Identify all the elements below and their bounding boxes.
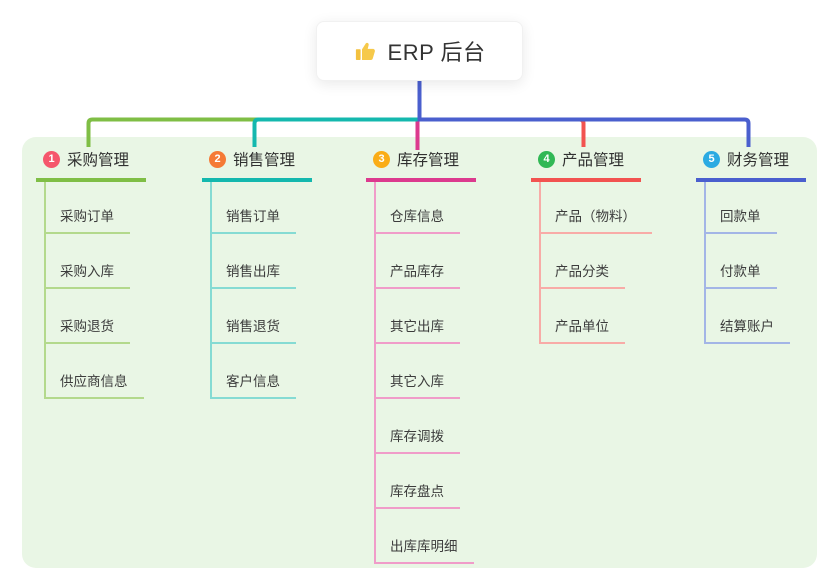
child-node[interactable]: 采购订单 <box>46 182 130 234</box>
child-node-label: 产品（物料） <box>555 209 636 224</box>
child-node[interactable]: 销售订单 <box>212 182 296 234</box>
child-node[interactable]: 其它入库 <box>376 344 460 399</box>
child-node-label: 其它入库 <box>390 374 444 389</box>
child-node[interactable]: 产品分类 <box>541 234 625 289</box>
child-node[interactable]: 销售出库 <box>212 234 296 289</box>
child-node[interactable]: 出库库明细 <box>376 509 474 564</box>
branch-number-badge: 3 <box>373 150 390 168</box>
branch-5: 5 财务管理回款单付款单结算账户 <box>696 148 806 344</box>
child-node-label: 供应商信息 <box>60 374 128 389</box>
branch-4-children: 产品（物料） 产品分类产品单位 <box>539 182 652 344</box>
branch-3-children: 仓库信息产品库存其它出库其它入库库存调拨库存盘点出库库明细 <box>374 182 474 564</box>
branch-title: 库存管理 <box>397 152 460 169</box>
child-node-label: 采购订单 <box>60 209 114 224</box>
child-node-label: 销售订单 <box>226 209 280 224</box>
child-node-label: 出库库明细 <box>390 539 458 554</box>
child-node-label: 仓库信息 <box>390 209 444 224</box>
child-node-label: 其它出库 <box>390 319 444 334</box>
child-node[interactable]: 采购入库 <box>46 234 130 289</box>
root-title: ERP 后台 <box>387 40 486 65</box>
child-node[interactable]: 供应商信息 <box>46 344 144 399</box>
branch-number-badge: 4 <box>538 150 555 168</box>
branch-4: 4 产品管理产品（物料） 产品分类产品单位 <box>531 148 652 344</box>
child-node-label: 采购入库 <box>60 264 114 279</box>
root-node[interactable]: ERP 后台 <box>316 21 523 81</box>
child-node[interactable]: 库存盘点 <box>376 454 460 509</box>
branch-title: 采购管理 <box>67 152 130 169</box>
child-node-label: 库存盘点 <box>390 484 444 499</box>
branch-3-label[interactable]: 3 库存管理 <box>366 148 476 182</box>
branch-2-label[interactable]: 2 销售管理 <box>202 148 312 182</box>
branch-title: 销售管理 <box>233 152 296 169</box>
child-node[interactable]: 其它出库 <box>376 289 460 344</box>
child-node[interactable]: 结算账户 <box>706 289 790 344</box>
branch-4-label[interactable]: 4 产品管理 <box>531 148 641 182</box>
child-node-label: 销售出库 <box>226 264 280 279</box>
branch-3: 3 库存管理仓库信息产品库存其它出库其它入库库存调拨库存盘点出库库明细 <box>366 148 476 564</box>
child-node-label: 付款单 <box>720 264 761 279</box>
branch-title: 财务管理 <box>727 152 790 169</box>
child-node[interactable]: 仓库信息 <box>376 182 460 234</box>
branch-number-badge: 2 <box>209 150 226 168</box>
branch-5-children: 回款单付款单结算账户 <box>704 182 790 344</box>
child-node-label: 产品库存 <box>390 264 444 279</box>
child-node[interactable]: 客户信息 <box>212 344 296 399</box>
thumbs-up-icon <box>354 39 378 63</box>
child-node[interactable]: 销售退货 <box>212 289 296 344</box>
child-node-label: 产品单位 <box>555 319 609 334</box>
branches-panel <box>22 137 817 568</box>
branch-title: 产品管理 <box>562 152 625 169</box>
child-node[interactable]: 产品单位 <box>541 289 625 344</box>
child-node-label: 客户信息 <box>226 374 280 389</box>
child-node[interactable]: 付款单 <box>706 234 777 289</box>
branch-1: 1 采购管理采购订单采购入库采购退货供应商信息 <box>36 148 146 399</box>
branch-2: 2 销售管理销售订单销售出库销售退货客户信息 <box>202 148 312 399</box>
child-node[interactable]: 产品库存 <box>376 234 460 289</box>
branch-5-label[interactable]: 5 财务管理 <box>696 148 806 182</box>
child-node-label: 结算账户 <box>720 319 774 334</box>
child-node-label: 销售退货 <box>226 319 280 334</box>
branch-1-label[interactable]: 1 采购管理 <box>36 148 146 182</box>
branch-number-badge: 1 <box>43 150 60 168</box>
branch-number-badge: 5 <box>703 150 720 168</box>
child-node[interactable]: 产品（物料） <box>541 182 652 234</box>
child-node-label: 采购退货 <box>60 319 114 334</box>
child-node-label: 产品分类 <box>555 264 609 279</box>
branch-1-children: 采购订单采购入库采购退货供应商信息 <box>44 182 144 399</box>
child-node-label: 库存调拨 <box>390 429 444 444</box>
child-node-label: 回款单 <box>720 209 761 224</box>
child-node[interactable]: 采购退货 <box>46 289 130 344</box>
child-node[interactable]: 库存调拨 <box>376 399 460 454</box>
branch-2-children: 销售订单销售出库销售退货客户信息 <box>210 182 296 399</box>
child-node[interactable]: 回款单 <box>706 182 777 234</box>
